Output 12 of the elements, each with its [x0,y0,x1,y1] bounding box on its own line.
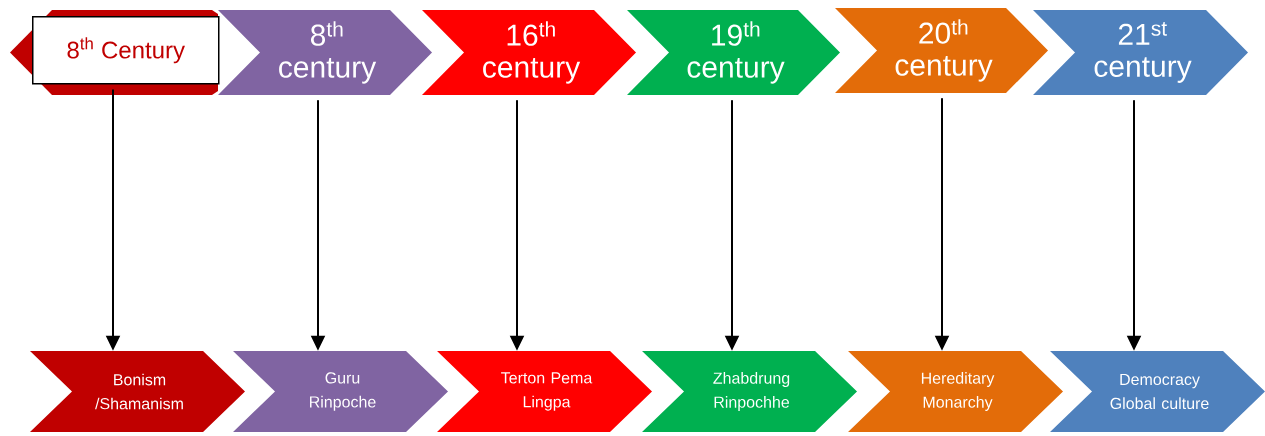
chevron-banner: 21$^{st}$ century [1033,10,1248,95]
chevron-banner: 16$^{th}$ century [422,10,636,95]
chevron-banner: 8$^{th}$ century [218,10,432,95]
chevron-banner: 8$^{th}$ Century [10,10,220,95]
chevron-banner: Bonism /Shamanism [30,351,245,432]
chevron-banner: Terton Pema Lingpa [437,351,652,432]
chevron-banner: Hereditary Monarchy [848,351,1063,432]
chevron-banner: Guru Rinpoche [233,351,448,432]
chevron-banner: 20$^{th}$ century [835,8,1048,93]
chevron-banner: 19$^{th}$ century [627,10,840,95]
chevron-banner: Democracy Global culture [1050,351,1265,432]
chevron-banner: Zhabdrung Rinpochhe [642,351,857,432]
